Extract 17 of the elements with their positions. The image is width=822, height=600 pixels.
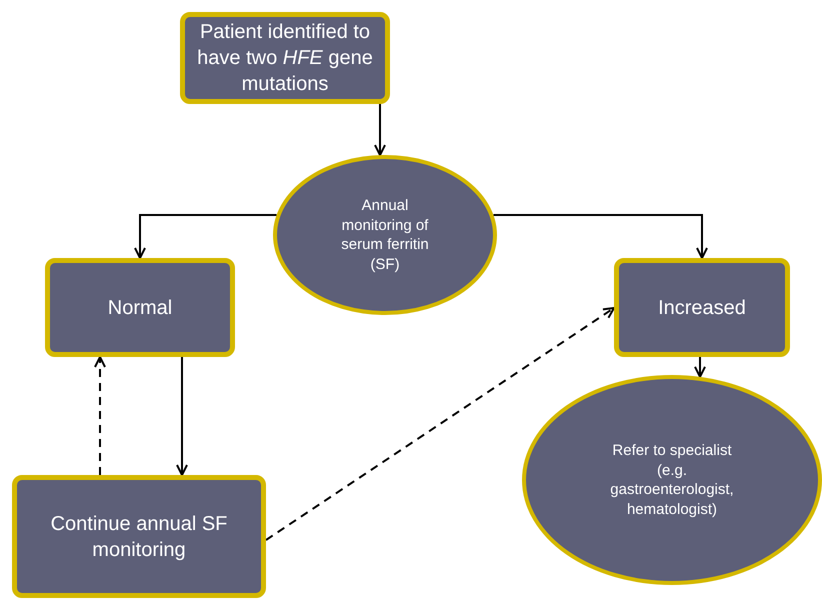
arrow — [374, 104, 386, 156]
process-box — [12, 475, 266, 598]
node-text: Continue annual SF monitoring — [50, 512, 228, 562]
arrow — [493, 214, 708, 259]
node-text: Increased — [658, 296, 746, 320]
process-box — [45, 258, 235, 357]
dashed-arrow — [94, 356, 106, 475]
process-box — [180, 12, 390, 104]
node-text: Annual monitoring of serum ferritin (SF) — [340, 196, 430, 274]
process-box — [614, 258, 790, 357]
node-text: Normal — [108, 296, 172, 320]
arrow — [176, 357, 188, 476]
arrow — [134, 214, 277, 259]
dashed-arrow — [265, 307, 615, 541]
node-text: Refer to specialist (e.g. gastroenterologist, hematologist) — [609, 441, 735, 519]
node-text: Patient identified to have two HFE gene mutations — [196, 20, 374, 97]
arrow — [694, 357, 706, 378]
